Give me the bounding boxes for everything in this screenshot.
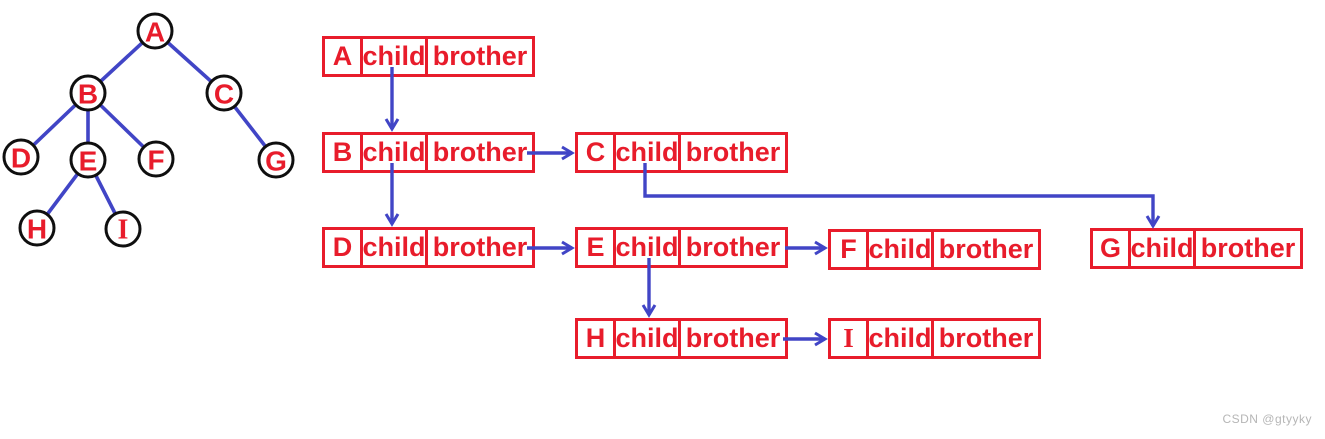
node-box-D-brother-pointer-cell: brother	[425, 230, 532, 265]
node-box-G-data-cell: G	[1099, 233, 1121, 263]
node-box-B-data-cell: B	[332, 137, 353, 167]
node-box-I-data-cell: I	[843, 323, 854, 353]
node-box-H-brother-pointer-cell: brother	[678, 321, 785, 356]
node-box-G-child-pointer-cell: child	[1128, 231, 1194, 266]
node-box-I-brother-pointer-cell: brother	[931, 321, 1038, 356]
node-box-E-data-cell: E	[586, 232, 605, 262]
node-box-C-brother-pointer-cell: brother	[678, 135, 785, 170]
node-box-I-child-pointer-cell: child	[866, 321, 932, 356]
node-box-E-brother-pointer-cell: brother	[678, 230, 785, 265]
watermark: CSDN @gtyyky	[1222, 412, 1312, 426]
node-box-E-child-pointer-cell: child	[613, 230, 679, 265]
node-box-C-child-pointer-cell: child	[613, 135, 679, 170]
node-box-H-child-pointer-cell: child	[613, 321, 679, 356]
node-box-C-data-cell: C	[585, 137, 606, 167]
node-box-A-child-pointer-cell: child	[360, 39, 426, 74]
node-box-B-brother-pointer-cell: brother	[425, 135, 532, 170]
node-box-F-data-cell: F	[840, 234, 857, 264]
node-box-D-data-cell: D	[332, 232, 353, 262]
node-box-A-brother-pointer-cell: brother	[425, 39, 532, 74]
node-box-D-child-pointer-cell: child	[360, 230, 426, 265]
node-box-F-brother-pointer-cell: brother	[931, 232, 1038, 267]
node-box-F-child-pointer-cell: child	[866, 232, 932, 267]
node-box-A-data-cell: A	[332, 41, 353, 71]
node-box-H-data-cell: H	[585, 323, 606, 353]
node-box-B-child-pointer-cell: child	[360, 135, 426, 170]
node-box-G-brother-pointer-cell: brother	[1193, 231, 1300, 266]
